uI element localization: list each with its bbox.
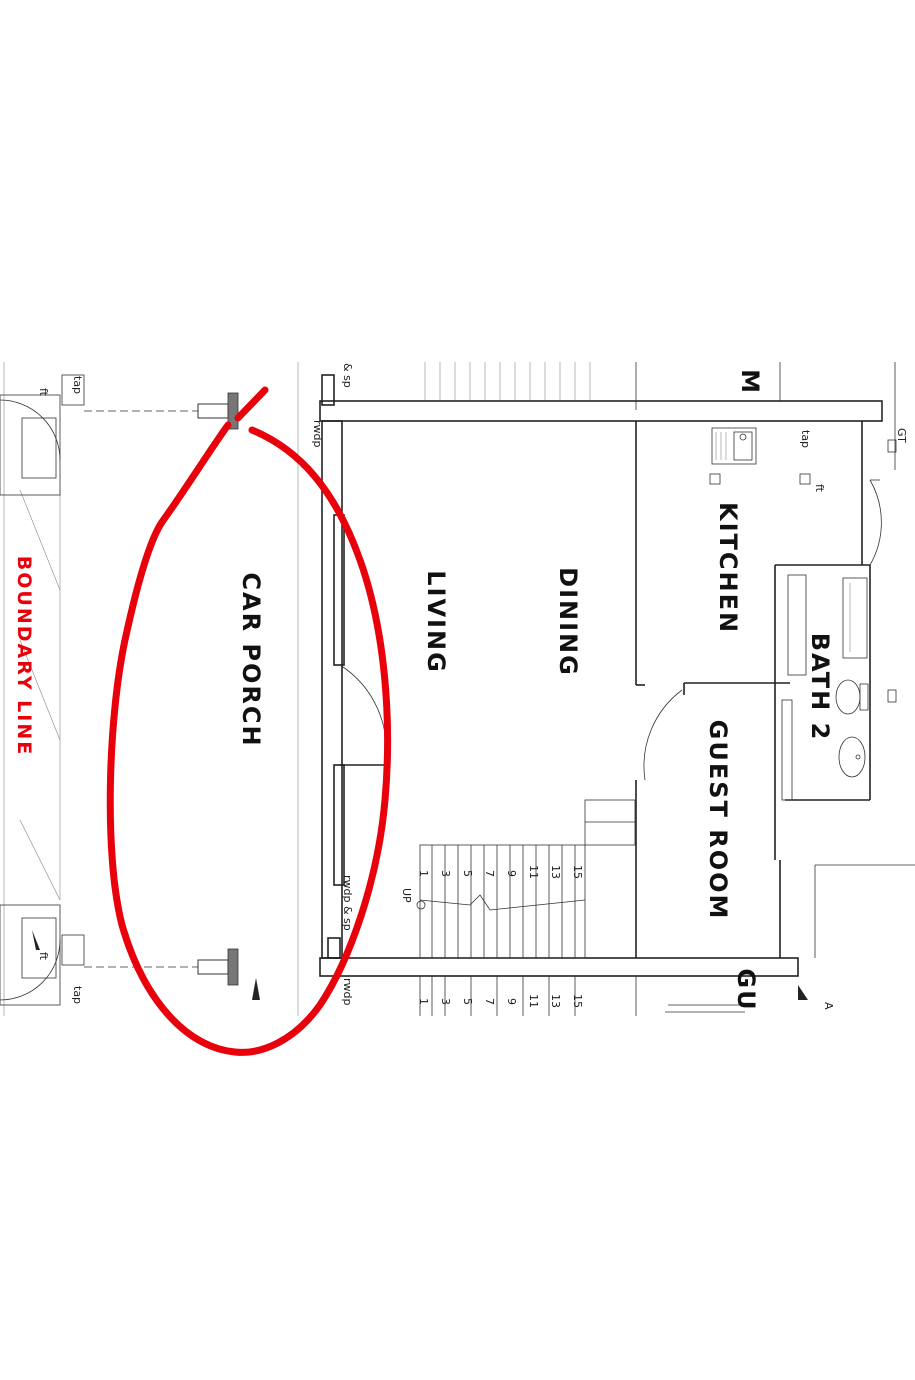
annotation-up: UP [400,888,413,903]
stair-number: 3 [439,998,452,1005]
stair-number: 9 [505,998,518,1005]
room-label-kitchen: KITCHEN [714,502,742,634]
shower-icon [842,577,868,659]
stair-number: 11 [527,994,540,1008]
room-label-living: LIVING [422,570,450,674]
annotation-rwdp-bottom: rwdp [341,978,354,1006]
stair-number: 13 [549,865,562,879]
stair-number: 9 [505,870,518,877]
room-label-bath-2: BATH 2 [806,633,834,742]
room-label-partial-top: M [736,369,764,395]
annotation-rwdp-top: rwdp [311,420,324,448]
stair-number: 3 [439,870,452,877]
toilet-icon [835,679,869,715]
stair-number: 13 [549,994,562,1008]
stair-numbers-lower: 1 3 5 7 9 11 13 15 [417,994,584,1008]
gully-trap-icon [887,439,897,703]
annotation-ft-bottom-left: ft [37,952,50,961]
house-walls [319,362,915,1016]
stair-number: 7 [483,870,496,877]
annotation-tap-bottom-left: tap [71,986,84,1004]
room-label-partial-bottom: GU [732,968,760,1011]
arrow-icon [32,930,808,1000]
annotation-gt: GT [895,428,908,443]
plan-sheet [0,362,845,1016]
annotation-tap-top-left: tap [71,376,84,394]
stair-number: 11 [527,865,540,879]
boundary-line-label: BOUNDARY LINE [13,556,35,756]
stair-number: 15 [571,994,584,1008]
stair-number: 7 [483,998,496,1005]
annotation-ft-top-left: ft [37,388,50,397]
annotation-rwdp-sp-bottom: rwdp & sp [341,875,354,931]
stair-number: 5 [461,998,474,1005]
boundary-strip [3,362,61,1016]
room-label-car-porch: CAR PORCH [237,572,265,747]
annotation-sp-top: & sp [341,363,354,388]
top-railing [424,362,591,400]
kitchen-sink-icon [709,427,811,485]
room-label-guest-room: GUEST ROOM [704,720,732,921]
gate-post-bottom [0,904,260,1006]
annotation-tap-kitchen: tap [799,430,812,448]
staircase [416,799,636,1016]
stair-numbers-upper: 1 3 5 7 9 11 13 15 [417,865,584,879]
stair-number: 1 [417,998,430,1005]
annotation-ft-kitchen: ft [813,484,826,493]
stair-number: 5 [461,870,474,877]
gate-post-top [0,374,239,496]
room-label-dining: DINING [554,567,582,677]
stair-number: 1 [417,870,430,877]
annotation-partial-a: A [822,1002,835,1010]
car-porch-highlight [106,386,392,1056]
stair-number: 15 [571,865,584,879]
washbasin-icon [838,736,866,778]
